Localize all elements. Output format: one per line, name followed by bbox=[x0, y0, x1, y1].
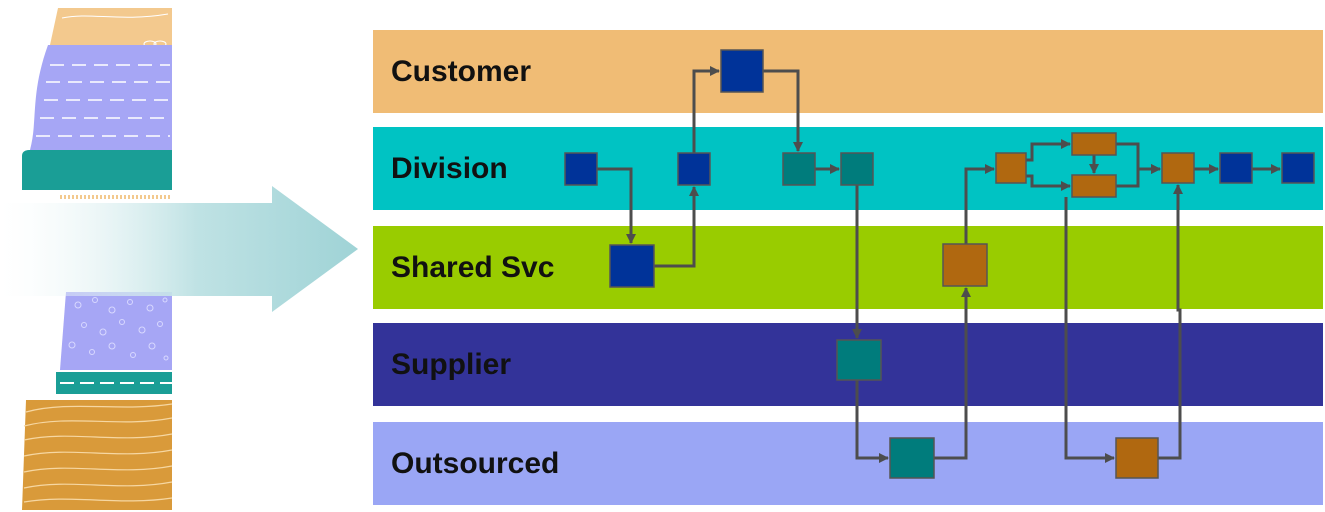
flow-connector-arrow bbox=[964, 164, 995, 244]
geologic-strata-column-icon bbox=[0, 8, 358, 510]
process-step-box bbox=[995, 152, 1027, 184]
process-step-box bbox=[1071, 174, 1117, 198]
strata-layers bbox=[22, 8, 173, 510]
lane-label-division: Division bbox=[391, 152, 508, 185]
process-step-box bbox=[889, 437, 935, 479]
flow-connectors bbox=[597, 66, 1281, 463]
lane-customer: Customer bbox=[373, 30, 1323, 113]
lane-label-supplier: Supplier bbox=[391, 348, 512, 381]
lane-label-shared-svc: Shared Svc bbox=[391, 251, 555, 284]
process-step-box bbox=[609, 244, 655, 288]
process-step-box bbox=[942, 243, 988, 287]
process-step-box bbox=[782, 152, 816, 186]
lane-label-outsourced: Outsourced bbox=[391, 447, 560, 480]
flow-connector-arrow bbox=[1116, 142, 1161, 174]
flow-connector-arrow bbox=[1026, 174, 1071, 191]
process-step-box bbox=[836, 339, 882, 381]
lane-outsourced: Outsourced bbox=[373, 422, 1323, 505]
flow-connector-arrow bbox=[692, 66, 720, 153]
flow-connector-arrow bbox=[1064, 197, 1115, 463]
process-step-box bbox=[1115, 437, 1159, 479]
process-steps bbox=[564, 49, 1315, 479]
flow-connector-arrow bbox=[763, 69, 803, 152]
process-step-box bbox=[840, 152, 874, 186]
flow-connector-arrow bbox=[654, 186, 699, 268]
process-step-box bbox=[1219, 152, 1253, 184]
lane-label-customer: Customer bbox=[391, 55, 532, 88]
flow-connector-arrow bbox=[1026, 139, 1071, 162]
process-step-box bbox=[1071, 132, 1117, 156]
flow-connector-arrow bbox=[934, 287, 971, 460]
right-arrow-icon bbox=[0, 186, 358, 312]
lane-shared-svc: Shared Svc bbox=[373, 226, 1323, 309]
process-step-box bbox=[720, 49, 764, 93]
flow-connector-arrow bbox=[855, 380, 889, 463]
flow-connector-arrow bbox=[1116, 164, 1161, 188]
process-step-box bbox=[1161, 152, 1195, 184]
process-step-box bbox=[564, 152, 598, 186]
process-step-box bbox=[1281, 152, 1315, 184]
process-step-box bbox=[677, 152, 711, 186]
flow-connector-arrow bbox=[597, 167, 636, 244]
flow-connector-arrow bbox=[1158, 184, 1183, 460]
